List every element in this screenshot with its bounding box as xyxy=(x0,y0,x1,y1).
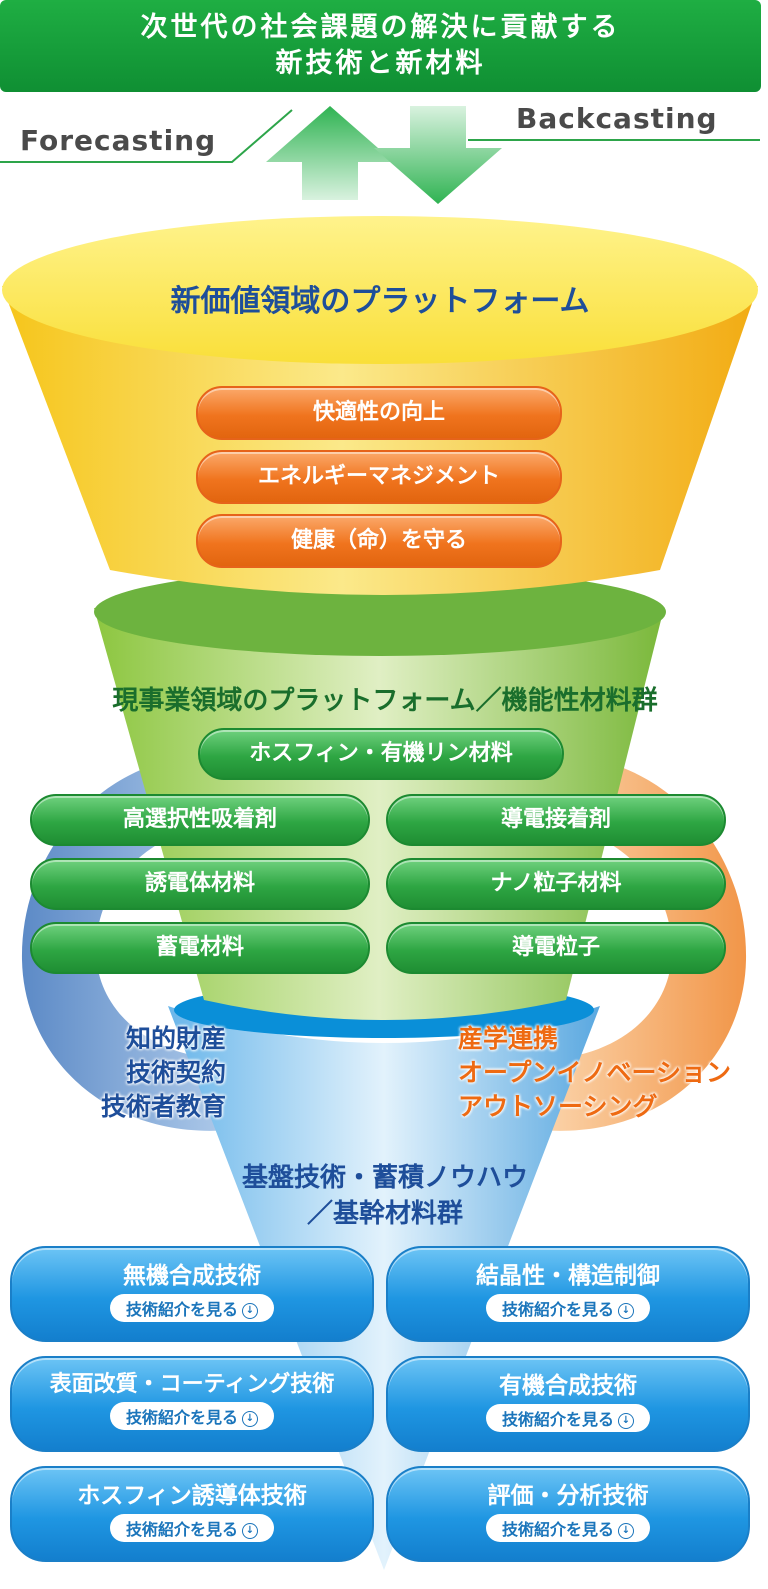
tech-link[interactable]: 技術紹介を見る↓ xyxy=(109,1402,274,1430)
circle-arrow-down-icon: ↓ xyxy=(242,1522,258,1539)
circle-arrow-down-icon: ↓ xyxy=(618,1522,634,1539)
funnel-yellow xyxy=(2,286,758,595)
functional-material-left-3: 蓄電材料 xyxy=(30,922,370,974)
circle-arrow-down-icon: ↓ xyxy=(242,1410,258,1427)
circle-arrow-down-icon: ↓ xyxy=(618,1302,634,1319)
tech-label: 結晶性・構造制御 xyxy=(476,1263,660,1289)
side-left-2: 技術契約 xyxy=(125,1058,226,1087)
tech-link[interactable]: 技術紹介を見る↓ xyxy=(485,1294,650,1322)
backcasting-label: Backcasting xyxy=(516,102,718,135)
tech-button-inorganic[interactable]: 無機合成技術 技術紹介を見る↓ xyxy=(10,1246,374,1342)
side-right-1: 産学連携 xyxy=(458,1024,559,1053)
side-right-2: オープンイノベーション xyxy=(458,1058,732,1087)
funnel-yellow-top xyxy=(2,216,758,364)
funnel-blue xyxy=(168,1006,600,1570)
tech-button-analysis[interactable]: 評価・分析技術 技術紹介を見る↓ xyxy=(386,1466,750,1562)
tech-label: ホスフィン誘導体技術 xyxy=(77,1483,307,1509)
functional-material-right-3: 導電粒子 xyxy=(386,922,726,974)
tech-link[interactable]: 技術紹介を見る↓ xyxy=(485,1514,650,1542)
side-left-3: 技術者教育 xyxy=(100,1092,226,1121)
ring-orange xyxy=(534,756,747,1131)
current-business-title: 現事業領域のプラットフォーム／機能性材料群 xyxy=(112,686,658,716)
ring-blue xyxy=(21,756,236,1131)
new-value-item-3: 健康（命）を守る xyxy=(196,514,562,568)
tech-button-surface[interactable]: 表面改質・コーティング技術 技術紹介を見る↓ xyxy=(10,1356,374,1452)
side-right-labels: 産学連携 オープンイノベーション アウトソーシング xyxy=(458,1022,758,1124)
banner-line-1: 次世代の社会課題の解決に貢献する xyxy=(140,12,621,43)
circle-arrow-down-icon: ↓ xyxy=(242,1302,258,1319)
tech-link[interactable]: 技術紹介を見る↓ xyxy=(109,1294,274,1322)
new-value-item-2: エネルギーマネジメント xyxy=(196,450,562,504)
functional-material-right-1: 導電接着剤 xyxy=(386,794,726,846)
tech-button-crystal[interactable]: 結晶性・構造制御 技術紹介を見る↓ xyxy=(386,1246,750,1342)
circle-arrow-down-icon: ↓ xyxy=(618,1412,634,1429)
arrow-up-icon xyxy=(266,106,394,200)
tech-button-organic[interactable]: 有機合成技術 技術紹介を見る↓ xyxy=(386,1356,750,1452)
functional-material-left-1: 高選択性吸着剤 xyxy=(30,794,370,846)
new-value-title: 新価値領域のプラットフォーム xyxy=(170,284,590,319)
tech-label: 評価・分析技術 xyxy=(487,1483,649,1509)
banner-line-2: 新技術と新材料 xyxy=(275,48,486,79)
tech-link[interactable]: 技術紹介を見る↓ xyxy=(485,1404,650,1432)
new-value-item-1: 快適性の向上 xyxy=(196,386,562,440)
side-left-labels: 知的財産 技術契約 技術者教育 xyxy=(40,1022,226,1124)
funnel-green xyxy=(94,608,664,1020)
foundation-title-line-1: 基盤技術・蓄積ノウハウ xyxy=(241,1163,528,1193)
side-right-3: アウトソーシング xyxy=(458,1092,658,1121)
forecasting-label: Forecasting xyxy=(20,124,217,157)
top-banner: 次世代の社会課題の解決に貢献する 新技術と新材料 xyxy=(0,0,761,92)
arrow-down-icon xyxy=(374,106,502,204)
tech-label: 無機合成技術 xyxy=(123,1263,261,1289)
forecasting-line xyxy=(0,109,293,163)
foundation-title: 基盤技術・蓄積ノウハウ ／基幹材料群 xyxy=(170,1160,600,1232)
current-business-top-item: ホスフィン・有機リン材料 xyxy=(198,728,564,780)
foundation-title-line-2: ／基幹材料群 xyxy=(306,1199,463,1229)
tech-link[interactable]: 技術紹介を見る↓ xyxy=(109,1514,274,1542)
side-left-1: 知的財産 xyxy=(125,1024,226,1053)
functional-material-right-2: ナノ粒子材料 xyxy=(386,858,726,910)
tech-button-phosphine[interactable]: ホスフィン誘導体技術 技術紹介を見る↓ xyxy=(10,1466,374,1562)
functional-material-left-2: 誘電体材料 xyxy=(30,858,370,910)
tech-label: 表面改質・コーティング技術 xyxy=(49,1372,335,1397)
tech-label: 有機合成技術 xyxy=(499,1373,637,1399)
funnel-green-top xyxy=(94,568,666,656)
